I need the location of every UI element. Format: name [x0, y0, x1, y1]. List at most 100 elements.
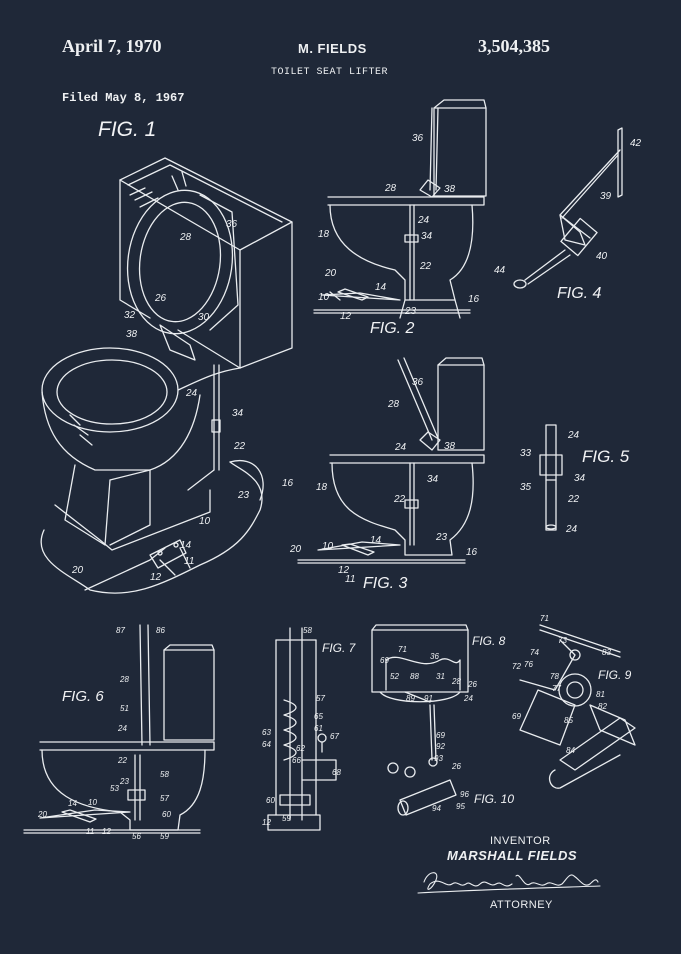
- ref-numeral: 52: [390, 672, 399, 681]
- ref-numeral: 83: [602, 648, 611, 657]
- fig9-drawing: [520, 625, 635, 788]
- ref-numeral: 24: [395, 442, 407, 453]
- ref-numeral: 26: [155, 293, 167, 304]
- ref-numeral: 44: [494, 265, 506, 276]
- ref-numeral: 60: [162, 810, 171, 819]
- ref-numeral: 11: [345, 574, 356, 585]
- fig5-drawing: [540, 425, 562, 530]
- ref-numeral: 14: [180, 540, 192, 551]
- ref-numeral: 24: [566, 524, 578, 535]
- fig7-drawing: [268, 628, 336, 830]
- attorney-label: ATTORNEY: [490, 899, 553, 911]
- ref-numeral: 12: [340, 311, 352, 322]
- ref-numeral: 93: [434, 754, 443, 763]
- fig8-label: FIG. 8: [472, 634, 506, 648]
- ref-numeral: 73: [558, 636, 567, 645]
- ref-numeral: 26: [452, 762, 461, 771]
- ref-numeral: 28: [385, 183, 397, 194]
- ref-numeral: 62: [296, 744, 305, 753]
- patent-date: April 7, 1970: [62, 36, 162, 56]
- fig3-drawing: [298, 358, 484, 563]
- ref-numeral: 10: [199, 516, 211, 527]
- ref-numeral: 18: [316, 482, 328, 493]
- fig6-label: FIG. 6: [62, 688, 104, 705]
- ref-numeral: 33: [520, 448, 532, 459]
- ref-numeral: 69: [436, 731, 445, 740]
- fig8-drawing: [372, 625, 468, 815]
- ref-numeral: 42: [630, 138, 642, 149]
- ref-numeral: 65: [314, 712, 323, 721]
- fig4-drawing: [514, 128, 622, 288]
- inventor-name: MARSHALL FIELDS: [447, 848, 578, 863]
- ref-numeral: 28: [180, 232, 192, 243]
- ref-numeral: 76: [524, 660, 533, 669]
- ref-numeral: 14: [370, 535, 382, 546]
- ref-numeral: 34: [232, 408, 244, 419]
- ref-numeral: 57: [316, 694, 325, 703]
- ref-numeral: 26: [468, 680, 477, 689]
- ref-numeral: 51: [120, 704, 129, 713]
- ref-numeral: 16: [466, 547, 478, 558]
- ref-numeral: 77: [552, 684, 561, 693]
- ref-numeral: 34: [427, 474, 439, 485]
- fig2-label: FIG. 2: [370, 320, 415, 337]
- ref-numeral: 12: [338, 565, 350, 576]
- ref-numeral: 22: [118, 756, 127, 765]
- ref-numeral: 28: [388, 399, 400, 410]
- ref-numeral: 88: [410, 672, 419, 681]
- ref-numeral: 34: [421, 231, 433, 242]
- ref-numeral: 58: [160, 770, 169, 779]
- ref-numeral: 69: [512, 712, 521, 721]
- ref-numeral: 40: [596, 251, 608, 262]
- ref-numeral: 36: [226, 219, 238, 230]
- ref-numeral: 91: [424, 694, 433, 703]
- ref-numeral: 22: [234, 441, 246, 452]
- ref-numeral: 14: [375, 282, 387, 293]
- ref-numeral: 38: [126, 329, 138, 340]
- ref-numeral: 57: [160, 794, 169, 803]
- ref-numeral: 72: [512, 662, 521, 671]
- ref-numeral: 86: [156, 626, 165, 635]
- ref-numeral: 78: [550, 672, 559, 681]
- ref-numeral: 71: [398, 645, 407, 654]
- ref-numeral: 87: [116, 626, 125, 635]
- ref-numeral: 36: [430, 652, 439, 661]
- ref-numeral: 31: [436, 672, 445, 681]
- ref-numeral: 22: [568, 494, 580, 505]
- ref-numeral: 23: [120, 777, 129, 786]
- inventor-short-name: M. FIELDS: [298, 41, 367, 56]
- ref-numeral: 18: [318, 229, 330, 240]
- ref-numeral: 95: [456, 802, 465, 811]
- ref-numeral: 92: [436, 742, 445, 751]
- ref-numeral: 56: [132, 832, 141, 841]
- ref-numeral: 24: [464, 694, 473, 703]
- ref-numeral: 23: [436, 532, 448, 543]
- fig3-label: FIG. 3: [363, 575, 408, 592]
- ref-numeral: 20: [290, 544, 302, 555]
- ref-numeral: 68: [332, 768, 341, 777]
- fig1-drawing: [41, 158, 292, 593]
- ref-numeral: 69: [380, 656, 389, 665]
- ref-numeral: 82: [598, 702, 607, 711]
- ref-numeral: 22: [394, 494, 406, 505]
- ref-numeral: 60: [266, 796, 275, 805]
- ref-numeral: 64: [262, 740, 271, 749]
- fig6-drawing: [24, 625, 214, 833]
- ref-numeral: 20: [325, 268, 337, 279]
- ref-numeral: 28: [452, 677, 461, 686]
- ref-numeral: 20: [38, 810, 47, 819]
- ref-numeral: 36: [412, 133, 424, 144]
- ref-numeral: 14: [68, 799, 77, 808]
- ref-numeral: 12: [262, 818, 271, 827]
- inventor-label: INVENTOR: [490, 835, 551, 847]
- ref-numeral: 38: [444, 184, 456, 195]
- ref-numeral: 23: [238, 490, 250, 501]
- ref-numeral: 32: [124, 310, 136, 321]
- fig2-drawing: [314, 100, 486, 318]
- ref-numeral: 35: [520, 482, 532, 493]
- ref-numeral: 28: [120, 675, 129, 684]
- ref-numeral: 10: [322, 541, 334, 552]
